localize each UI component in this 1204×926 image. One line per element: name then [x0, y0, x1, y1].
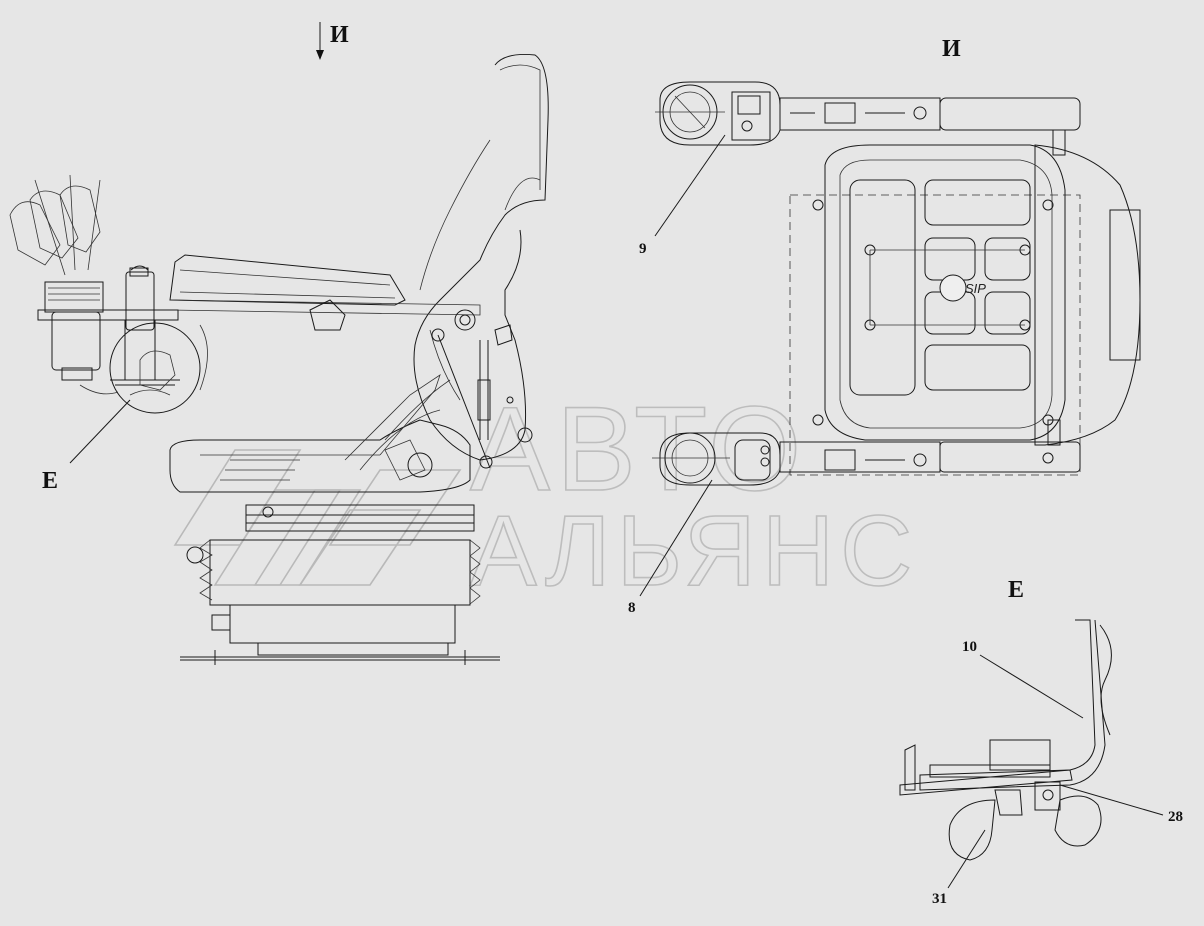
leader-28 [1059, 784, 1164, 816]
joystick-assembly [9, 174, 208, 464]
joystick-body [51, 311, 101, 371]
callout-9: 9 [639, 241, 647, 257]
watermark: АВТО АЛЬЯНС [173, 381, 918, 608]
detail-e-circle [109, 322, 201, 414]
knob-right [1054, 795, 1102, 847]
armrest-top [659, 81, 781, 146]
watermark-logo [173, 449, 462, 586]
backrest-top [1034, 144, 1141, 446]
callout-8: 8 [628, 600, 636, 616]
seat-top-view: SIP [639, 81, 1141, 597]
seat-marking: SIP [965, 281, 986, 296]
joystick-boot [44, 281, 104, 313]
seat-side-view [169, 22, 549, 665]
backrest [413, 54, 549, 461]
suspension-bellows [209, 539, 471, 606]
label-arrow-i: И [330, 22, 349, 48]
leader-31 [947, 829, 986, 889]
view-arrow-head [316, 50, 324, 60]
lever-grip [125, 271, 155, 331]
watermark-line1: АВТО [470, 382, 807, 516]
leader-9 [654, 134, 726, 237]
leader-e [69, 399, 131, 464]
label-detail-e-title: Е [1008, 577, 1024, 603]
knob-left [948, 789, 1023, 861]
watermark-line2: АЛЬЯНС [470, 495, 918, 607]
callout-10: 10 [962, 639, 977, 655]
bracket [919, 619, 1106, 791]
label-detail-e-ref: Е [42, 468, 58, 494]
callout-31: 31 [932, 891, 947, 907]
seat-pan-top [824, 144, 1066, 441]
label-top-view-i: И [942, 36, 961, 62]
leader-8 [639, 479, 713, 597]
detail-e-view [899, 619, 1164, 889]
leader-10 [979, 654, 1084, 719]
seat-cushion [169, 419, 471, 493]
callout-28: 28 [1168, 809, 1183, 825]
